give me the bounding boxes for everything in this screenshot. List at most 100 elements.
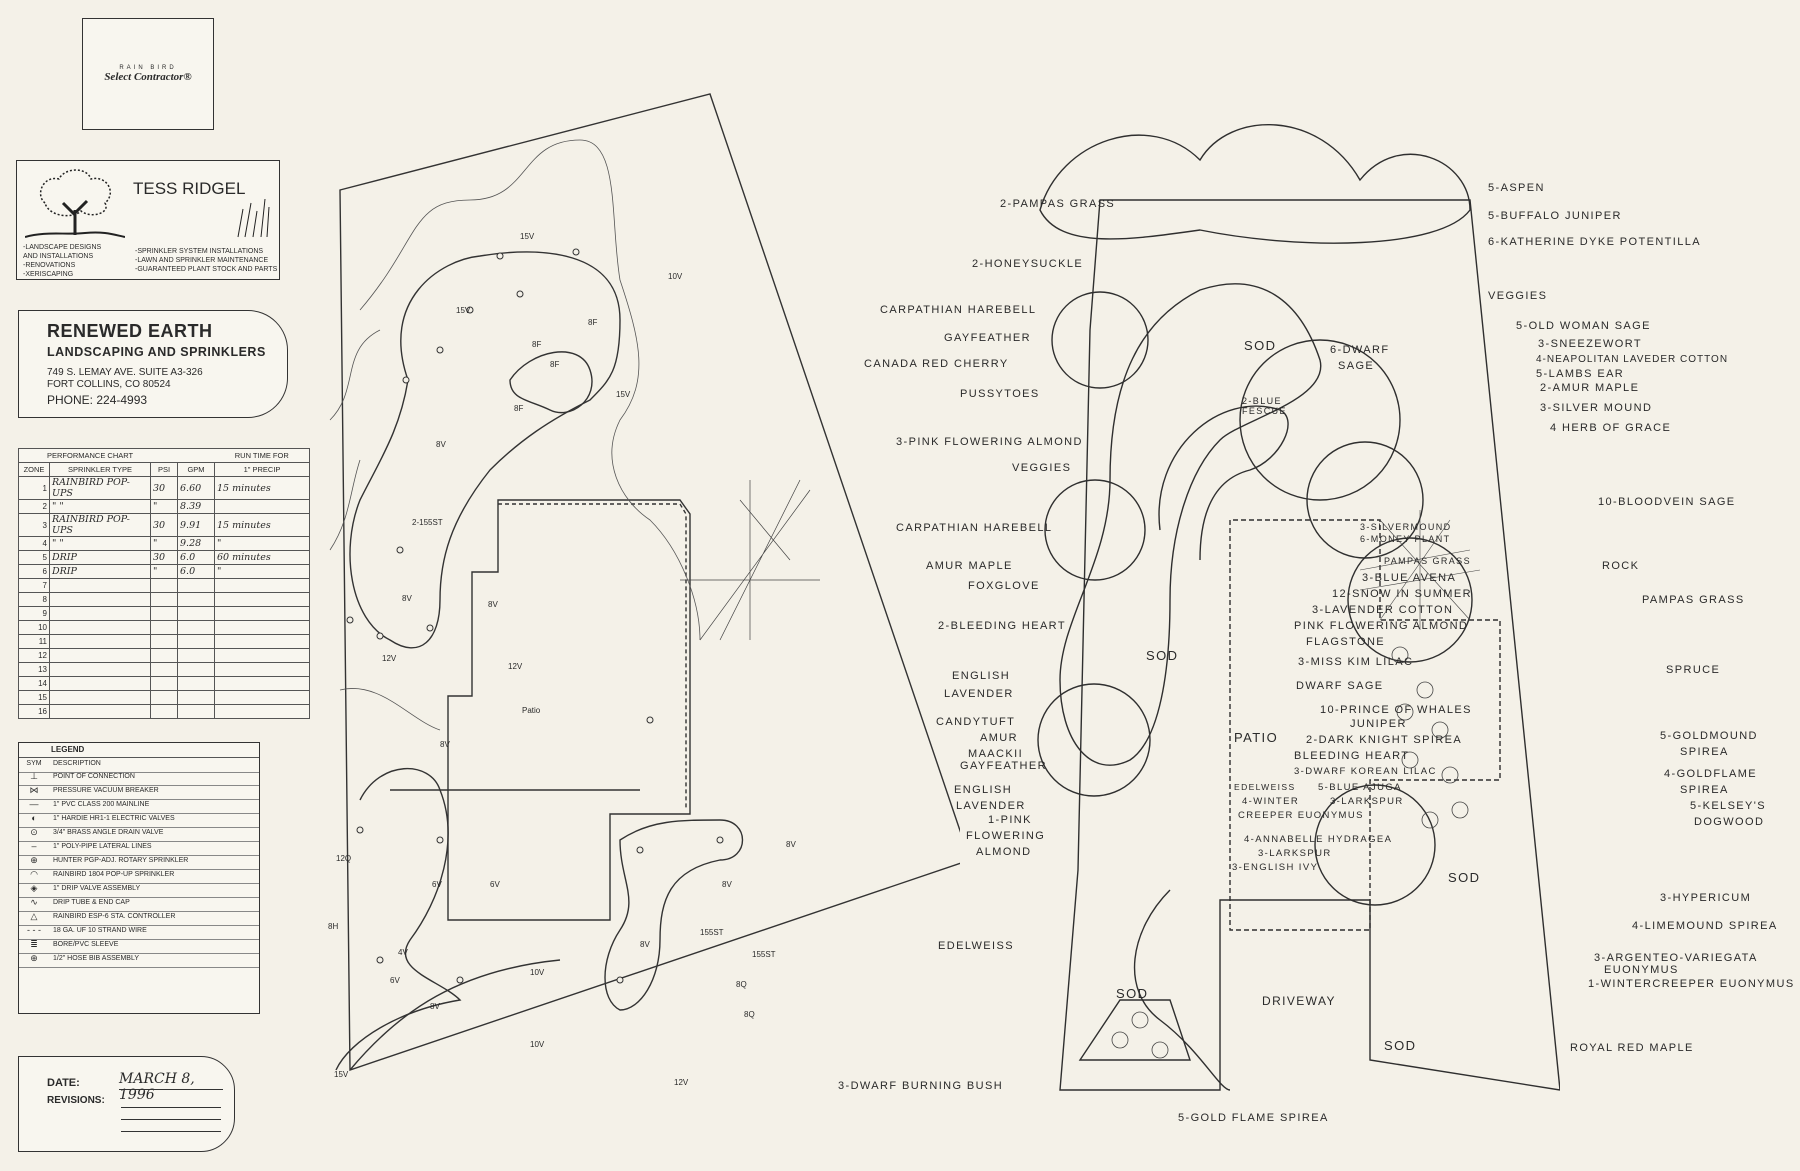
landscape-plan xyxy=(1037,124,1560,1091)
legend-symbol-icon: ⊥ xyxy=(30,771,38,781)
legend-row: ⊕HUNTER PGP-ADJ. ROTARY SPRINKLER xyxy=(19,855,259,870)
irrigation-label: 15V xyxy=(456,306,471,315)
plant-label: 5-LAMBS EAR xyxy=(1536,368,1625,380)
performance-cell xyxy=(49,620,151,635)
company-name: RENEWED EARTH xyxy=(47,321,213,341)
plant-label: CARPATHIAN HAREBELL xyxy=(896,522,1053,534)
performance-cell: 8.39 xyxy=(177,499,215,514)
plant-label: SPRUCE xyxy=(1666,664,1721,676)
performance-chart: PERFORMANCE CHART RUN TIME FOR ZONE SPRI… xyxy=(18,448,310,719)
house-outline xyxy=(447,499,691,921)
irrigation-label: 15V xyxy=(520,232,535,241)
performance-cell xyxy=(49,690,151,705)
date-value: MARCH 8, 1996 xyxy=(119,1071,195,1103)
plant-label: 6-KATHERINE DYKE POTENTILLA xyxy=(1488,236,1702,248)
plant-label: DWARF SAGE xyxy=(1296,680,1384,692)
plant-label: LAVENDER xyxy=(956,800,1026,812)
performance-cell: " xyxy=(150,564,178,579)
plant-label: PUSSYTOES xyxy=(960,388,1040,400)
performance-cell xyxy=(214,499,310,514)
plant-label: 5-BLUE AJUGA xyxy=(1318,782,1402,793)
performance-cell xyxy=(150,704,178,719)
performance-cell xyxy=(214,690,310,705)
plant-label: 2-DARK KNIGHT SPIREA xyxy=(1306,734,1463,746)
performance-cell: 7 xyxy=(18,578,50,593)
shrub-symbols xyxy=(1111,646,1469,1059)
tess-name: TESS RIDGEL xyxy=(133,179,246,198)
performance-cell xyxy=(49,592,151,607)
performance-cell: 8 xyxy=(18,592,50,607)
performance-row: 16 xyxy=(18,704,310,719)
plant-label: 4 HERB OF GRACE xyxy=(1550,422,1672,434)
legend-description: 1" PVC CLASS 200 MAINLINE xyxy=(53,801,150,808)
performance-cell: RAINBIRD POP-UPS xyxy=(49,476,151,500)
legend-symbol-icon: ≣ xyxy=(30,939,38,949)
performance-cell xyxy=(214,578,310,593)
lawn-zone-north xyxy=(349,251,621,649)
irrigation-label: 8Q xyxy=(744,1010,755,1019)
performance-cell xyxy=(150,634,178,649)
plant-label: 3-HYPERICUM xyxy=(1660,892,1752,904)
performance-cell xyxy=(150,592,178,607)
legend-description: 1" HARDIE HR1-1 ELECTRIC VALVES xyxy=(53,815,175,822)
legend-description: RAINBIRD 1804 POP-UP SPRINKLER xyxy=(53,871,175,878)
plant-label: 4-LIMEMOUND SPIREA xyxy=(1632,920,1778,932)
performance-cell: 16 xyxy=(18,704,50,719)
plant-label: 3-PINK FLOWERING ALMOND xyxy=(896,436,1083,448)
performance-row: 7 xyxy=(18,578,310,593)
company-address2: FORT COLLINS, CO 80524 xyxy=(47,379,171,390)
irrigation-label: 10V xyxy=(668,272,683,281)
legend-description: 3/4" BRASS ANGLE DRAIN VALVE xyxy=(53,829,164,836)
plant-label: DRIVEWAY xyxy=(1262,994,1336,1008)
performance-cell: 15 xyxy=(18,690,50,705)
performance-title: PERFORMANCE CHART xyxy=(18,448,215,463)
performance-cell: 11 xyxy=(18,634,50,649)
plant-label: EDELWEISS xyxy=(938,940,1014,952)
performance-row: 13 xyxy=(18,662,310,677)
legend-symbol-icon: ⋈ xyxy=(29,785,39,795)
plant-label: SAGE xyxy=(1338,360,1375,372)
irrigation-label: 10V xyxy=(530,1040,545,1049)
performance-row: 10 xyxy=(18,620,310,635)
plant-label: 4-WINTER xyxy=(1242,796,1300,807)
plant-label: PAMPAS GRASS xyxy=(1642,594,1745,606)
performance-row: 2" ""8.39 xyxy=(18,499,310,514)
company-subtitle: LANDSCAPING AND SPRINKLERS xyxy=(47,345,266,359)
performance-cell: DRIP xyxy=(49,564,151,579)
plant-label: 12-SNOW IN SUMMER xyxy=(1332,588,1472,600)
performance-cell xyxy=(150,648,178,663)
plant-label: 4-GOLDFLAME xyxy=(1664,768,1758,780)
legend-row: ◈1" DRIP VALVE ASSEMBLY xyxy=(19,883,259,898)
lawn-oval xyxy=(1059,283,1322,766)
plant-label: 4-ANNABELLE HYDRAGEA xyxy=(1244,834,1393,845)
performance-cell xyxy=(214,634,310,649)
plant-label: SOD xyxy=(1384,1038,1417,1053)
legend-description: 1/2" HOSE BIB ASSEMBLY xyxy=(53,955,140,962)
property-boundary xyxy=(1059,199,1560,1091)
performance-row: 8 xyxy=(18,592,310,607)
performance-cell xyxy=(49,606,151,621)
patio-label: Patio xyxy=(522,706,541,715)
plant-label: 3-LARKSPUR xyxy=(1330,796,1404,807)
plant-label: EUONYMUS xyxy=(1604,964,1679,976)
performance-cell xyxy=(177,648,215,663)
performance-cell xyxy=(177,662,215,677)
irrigation-label: 2-155ST xyxy=(412,518,443,527)
performance-cell: " xyxy=(214,564,310,579)
performance-cell: 30 xyxy=(150,550,178,565)
performance-row: 12 xyxy=(18,648,310,663)
performance-cell: 6.60 xyxy=(177,476,215,500)
irrigation-label: 8F xyxy=(514,404,524,413)
irrigation-label: 155ST xyxy=(700,928,724,937)
performance-cell: 60 minutes xyxy=(214,550,310,565)
legend-symbol-icon: ◐ xyxy=(31,813,37,823)
plant-label: 5-GOLDMOUND xyxy=(1660,730,1758,742)
plant-label: 3-ENGLISH IVY xyxy=(1232,862,1319,873)
performance-cell xyxy=(150,606,178,621)
planting-bed-north xyxy=(509,351,593,414)
irrigation-label: 12V xyxy=(508,662,523,671)
legend-description: POINT OF CONNECTION xyxy=(53,773,135,780)
performance-cell: " xyxy=(150,536,178,551)
